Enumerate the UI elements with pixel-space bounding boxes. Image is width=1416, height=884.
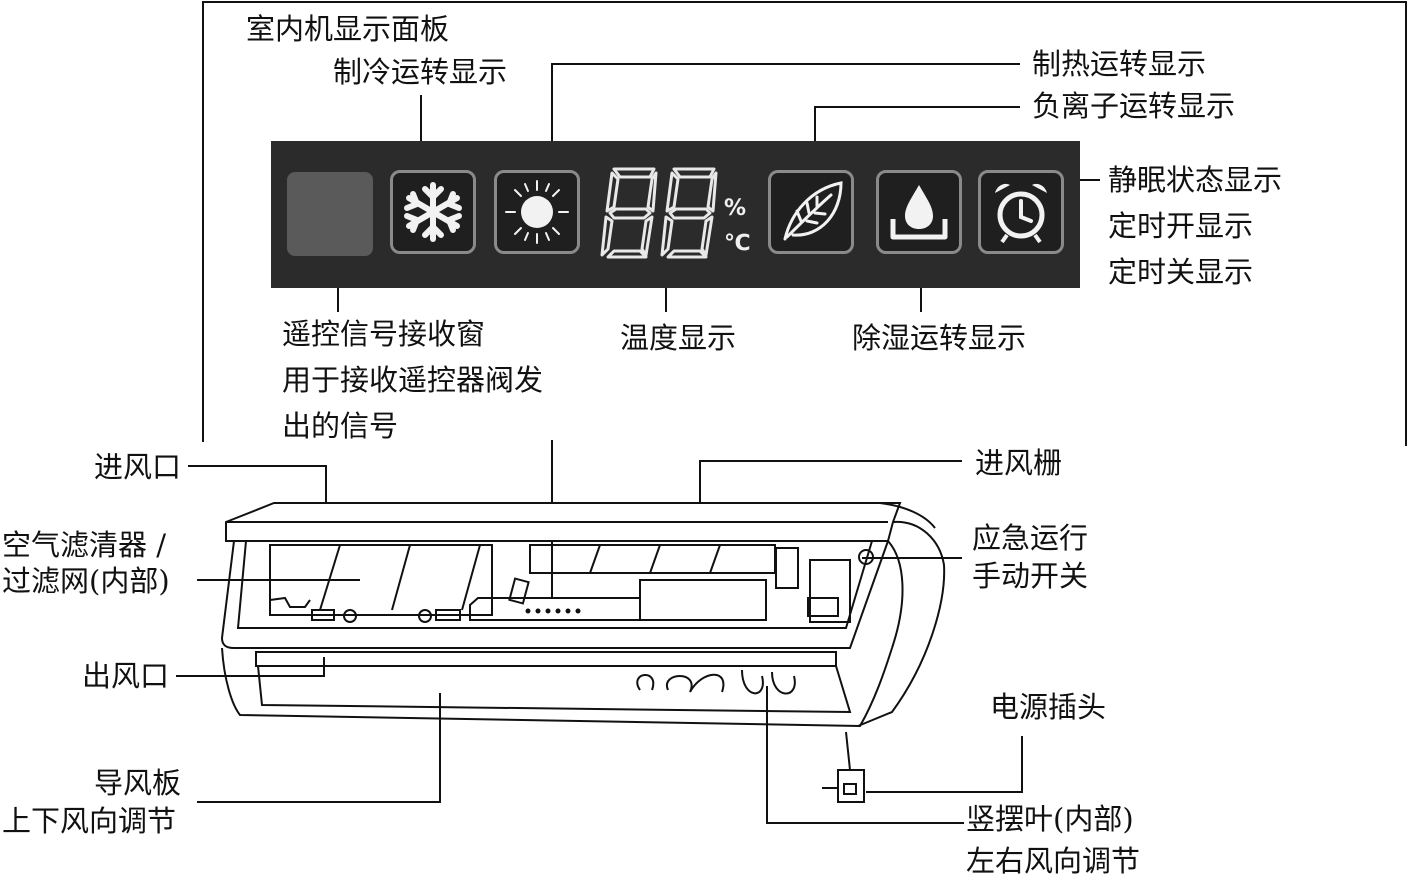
- emergency-label-2: 手动开关: [972, 559, 1089, 593]
- sun-icon: [505, 180, 569, 244]
- vane-label-1: 竖摆叶(内部): [966, 802, 1134, 836]
- water-drop-icon: [890, 185, 948, 240]
- cool-label: 制冷运转显示: [333, 55, 508, 89]
- louver-label-1: 导风板: [94, 766, 182, 800]
- top-bracket-line: [202, 1, 1407, 446]
- front-lower-body: [221, 647, 893, 728]
- ion-indicator: [768, 170, 854, 254]
- louver-leader: [197, 693, 441, 803]
- ir-receiver-window: [287, 172, 373, 256]
- unit-body-outline: [220, 540, 889, 649]
- dehumid-indicator: [876, 170, 962, 254]
- temperature-seven-segment: [600, 167, 718, 259]
- emergency-label-1: 应急运行: [972, 521, 1089, 555]
- leaf-icon: [783, 181, 843, 241]
- snowflake-icon: [404, 182, 462, 242]
- cool-indicator: [390, 170, 476, 254]
- receiver-label-2: 用于接收遥控器阀发: [282, 363, 544, 397]
- indoor-unit: [220, 502, 946, 803]
- receiver-label-3: 出的信号: [282, 409, 399, 443]
- receiver-label-1: 遥控信号接收窗: [282, 317, 486, 351]
- dehumid-label: 除湿运转显示: [852, 321, 1027, 355]
- ion-label: 负离子运转显示: [1032, 89, 1236, 123]
- power-plug-label: 电源插头: [990, 690, 1107, 724]
- inlet-grille-label: 进风栅: [975, 446, 1063, 480]
- panel-title: 室内机显示面板: [246, 12, 450, 46]
- air-inlet-leader: [188, 465, 327, 506]
- celsius-unit: ℃: [724, 231, 751, 256]
- vane-label-2: 左右风向调节: [966, 844, 1141, 878]
- power-plug-leader: [866, 736, 1023, 793]
- alarm-clock-icon: [995, 183, 1047, 244]
- timer-on-label: 定时开显示: [1108, 209, 1254, 243]
- power-cord: [845, 731, 851, 771]
- timer-off-label: 定时关显示: [1108, 255, 1254, 289]
- sleep-timer-indicator: [978, 170, 1064, 254]
- vertical-vanes: [636, 669, 796, 695]
- vane-leader: [766, 686, 964, 824]
- air-inlet-label: 进风口: [94, 450, 182, 484]
- inlet-grille-leader: [699, 460, 962, 516]
- air-outlet-slot: [255, 651, 837, 667]
- unit-end-cap: [857, 520, 946, 727]
- heat-leader: [551, 63, 1020, 157]
- louver-label-2: 上下风向调节: [2, 804, 177, 838]
- air-outlet-label: 出风口: [82, 659, 170, 693]
- percent-unit: %: [724, 196, 747, 221]
- heat-indicator: [494, 170, 580, 254]
- temp-label: 温度显示: [620, 321, 737, 355]
- heat-label: 制热运转显示: [1032, 47, 1207, 81]
- power-plug: [837, 769, 865, 803]
- filter-label-2: 过滤网(内部): [2, 564, 170, 598]
- ion-leader: [814, 106, 1020, 141]
- sleep-label: 静眠状态显示: [1108, 163, 1283, 197]
- filter-label-1: 空气滤清器 /: [2, 528, 166, 562]
